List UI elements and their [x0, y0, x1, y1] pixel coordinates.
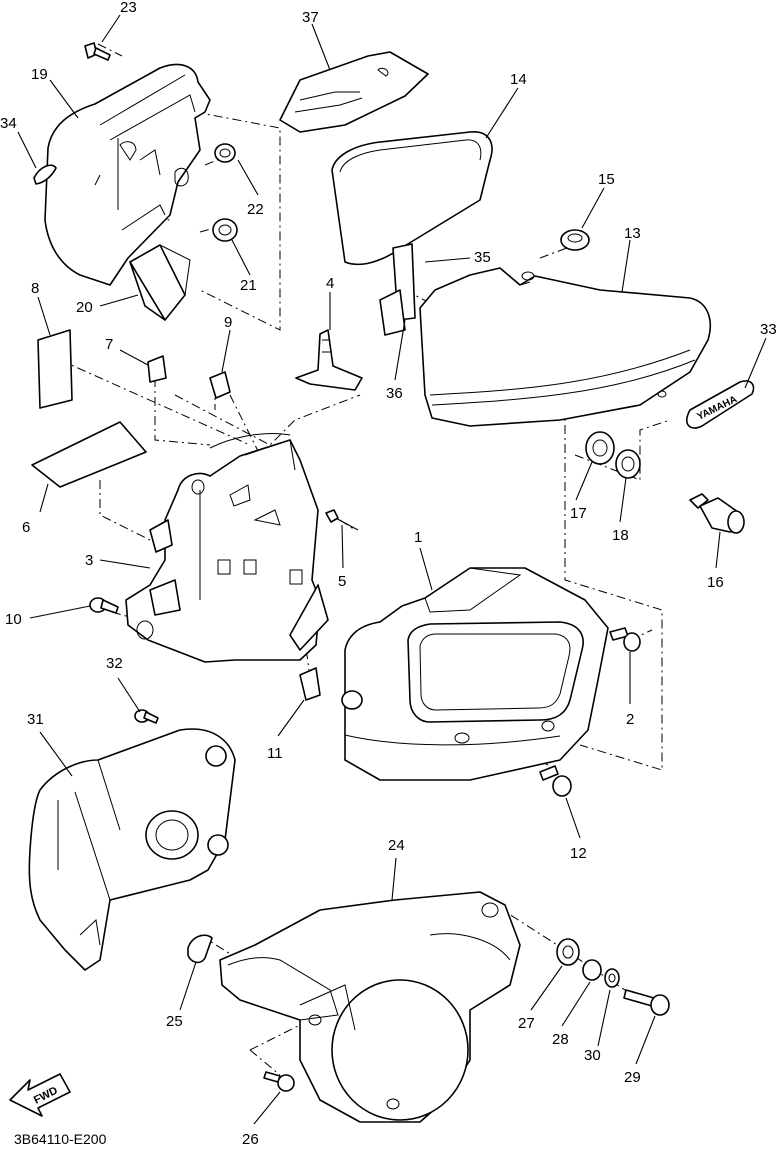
part-9-clip [209, 371, 231, 399]
callout-34: 34 [0, 115, 17, 132]
callout-13: 13 [624, 225, 641, 242]
callout-35: 35 [474, 249, 491, 266]
part-10-bolt [89, 597, 119, 614]
part-16-knob [689, 493, 745, 534]
part-4-bracket [295, 329, 363, 391]
part-1-cover [341, 567, 609, 781]
callout-29: 29 [624, 1069, 641, 1086]
part-27-grommet [556, 938, 580, 966]
part-14-panel [331, 131, 493, 266]
part-19-cover [44, 63, 211, 286]
callout-8: 8 [31, 280, 39, 297]
callout-14: 14 [510, 71, 527, 88]
callout-27: 27 [518, 1015, 535, 1032]
callout-22: 22 [247, 201, 264, 218]
callout-33: 33 [760, 321, 777, 338]
drawing-code: 3B64110-E200 [14, 1131, 107, 1147]
callout-5: 5 [338, 573, 346, 590]
fwd-arrow: FWD [9, 1073, 71, 1117]
callout-23: 23 [120, 0, 137, 16]
part-31-cover [28, 728, 236, 971]
callout-17: 17 [570, 505, 587, 522]
leader-lines [17, 14, 767, 1125]
callout-15: 15 [598, 171, 615, 188]
callout-30: 30 [584, 1047, 601, 1064]
callout-21: 21 [240, 277, 257, 294]
callout-9: 9 [224, 314, 232, 331]
part-26-screw [263, 1071, 295, 1092]
part-17-nut [585, 431, 615, 465]
callout-36: 36 [386, 385, 403, 402]
part-8-label [37, 329, 73, 409]
part-36-plate [379, 289, 406, 336]
callout-6: 6 [22, 519, 30, 536]
part-29-bolt [623, 989, 670, 1016]
callout-3: 3 [85, 552, 93, 569]
part-6-sheet [31, 421, 147, 488]
callout-1: 1 [414, 529, 422, 546]
callout-7: 7 [105, 336, 113, 353]
part-32-screw [134, 709, 159, 724]
callout-10: 10 [5, 611, 22, 628]
callout-32: 32 [106, 655, 123, 672]
part-12-bolt [539, 765, 572, 797]
callout-26: 26 [242, 1131, 259, 1148]
part-15-grommet [560, 229, 590, 251]
part-24-cover [219, 891, 521, 1123]
part-5-pin [325, 509, 359, 531]
part-25-clip [187, 934, 213, 964]
callout-11: 11 [267, 745, 283, 762]
callout-12: 12 [570, 845, 587, 862]
callout-25: 25 [166, 1013, 183, 1030]
part-34-tab [33, 164, 57, 185]
part-30-washer [604, 968, 620, 988]
part-28-collar [582, 959, 602, 981]
callout-37: 37 [302, 9, 319, 26]
callout-20: 20 [76, 299, 93, 316]
part-23-screw [84, 42, 111, 61]
part-13-side-cover [419, 267, 712, 427]
part-7-clip [147, 355, 167, 383]
part-11-clip [299, 667, 321, 701]
part-22-grommet [214, 143, 236, 163]
part-21-grommet [212, 218, 238, 242]
callout-18: 18 [612, 527, 629, 544]
part-3-box [125, 432, 329, 663]
part-2-bolt [609, 627, 641, 652]
callout-28: 28 [552, 1031, 569, 1048]
part-37-pad [279, 51, 429, 133]
callout-31: 31 [27, 711, 44, 728]
part-20-block [129, 244, 191, 321]
part-18-collar [615, 449, 641, 479]
part-33-emblem: YAMAHA [686, 380, 755, 429]
callout-2: 2 [626, 711, 634, 728]
callout-16: 16 [707, 574, 724, 591]
callout-19: 19 [31, 66, 48, 83]
callout-4: 4 [326, 275, 334, 292]
callout-24: 24 [388, 837, 405, 854]
